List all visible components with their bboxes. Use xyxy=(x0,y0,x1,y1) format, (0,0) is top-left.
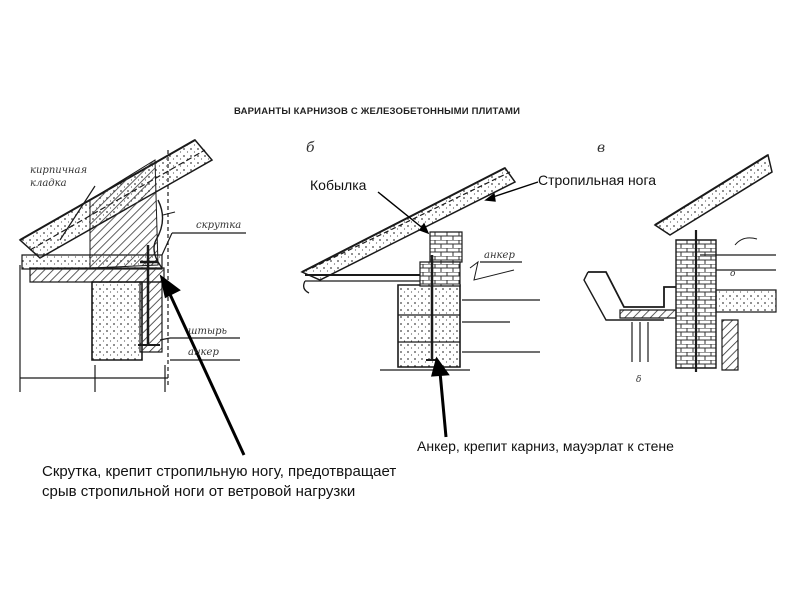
figure-title: ВАРИАНТЫ КАРНИЗОВ С ЖЕЛЕЗОБЕТОННЫМИ ПЛИТ… xyxy=(234,106,521,117)
thin-leaders xyxy=(378,182,538,233)
rafter-leader xyxy=(490,182,538,198)
callout-twist: Скрутка, крепит стропильную ногу, предот… xyxy=(42,463,397,500)
drawing-a xyxy=(20,140,246,392)
label-anchor-b: анкер xyxy=(484,250,515,261)
kobylka-leader xyxy=(378,192,425,230)
twist-arrow-head xyxy=(162,278,178,296)
label-brick-line1: кирпичная xyxy=(30,165,88,176)
label-brick-line2: кладка xyxy=(30,178,67,189)
rafter-leader-head xyxy=(486,194,495,201)
callout-anchor: Анкер, крепит карниз, мауэрлат к стене xyxy=(417,438,674,454)
label-anchor-a: анкер xyxy=(188,347,219,358)
callout-kobylka: Кобылка xyxy=(310,177,367,193)
callout-arrows xyxy=(162,278,447,455)
twist-arrow-line xyxy=(168,290,244,455)
svg-text:δ: δ xyxy=(636,375,641,385)
svg-text:ο: ο xyxy=(730,269,736,279)
drawing-b xyxy=(302,168,540,370)
label-twist: скрутка xyxy=(196,220,242,231)
callout-rafter: Стропильная нога xyxy=(538,172,657,188)
variant-label-v: в xyxy=(597,140,606,156)
drawing-v: δ ο xyxy=(584,155,776,385)
label-pin: штырь xyxy=(188,326,227,337)
variant-label-b: б xyxy=(306,140,315,156)
anchor-arrow-head xyxy=(433,360,447,375)
kobylka-leader-head xyxy=(420,224,428,233)
anchor-arrow-line xyxy=(440,372,446,437)
